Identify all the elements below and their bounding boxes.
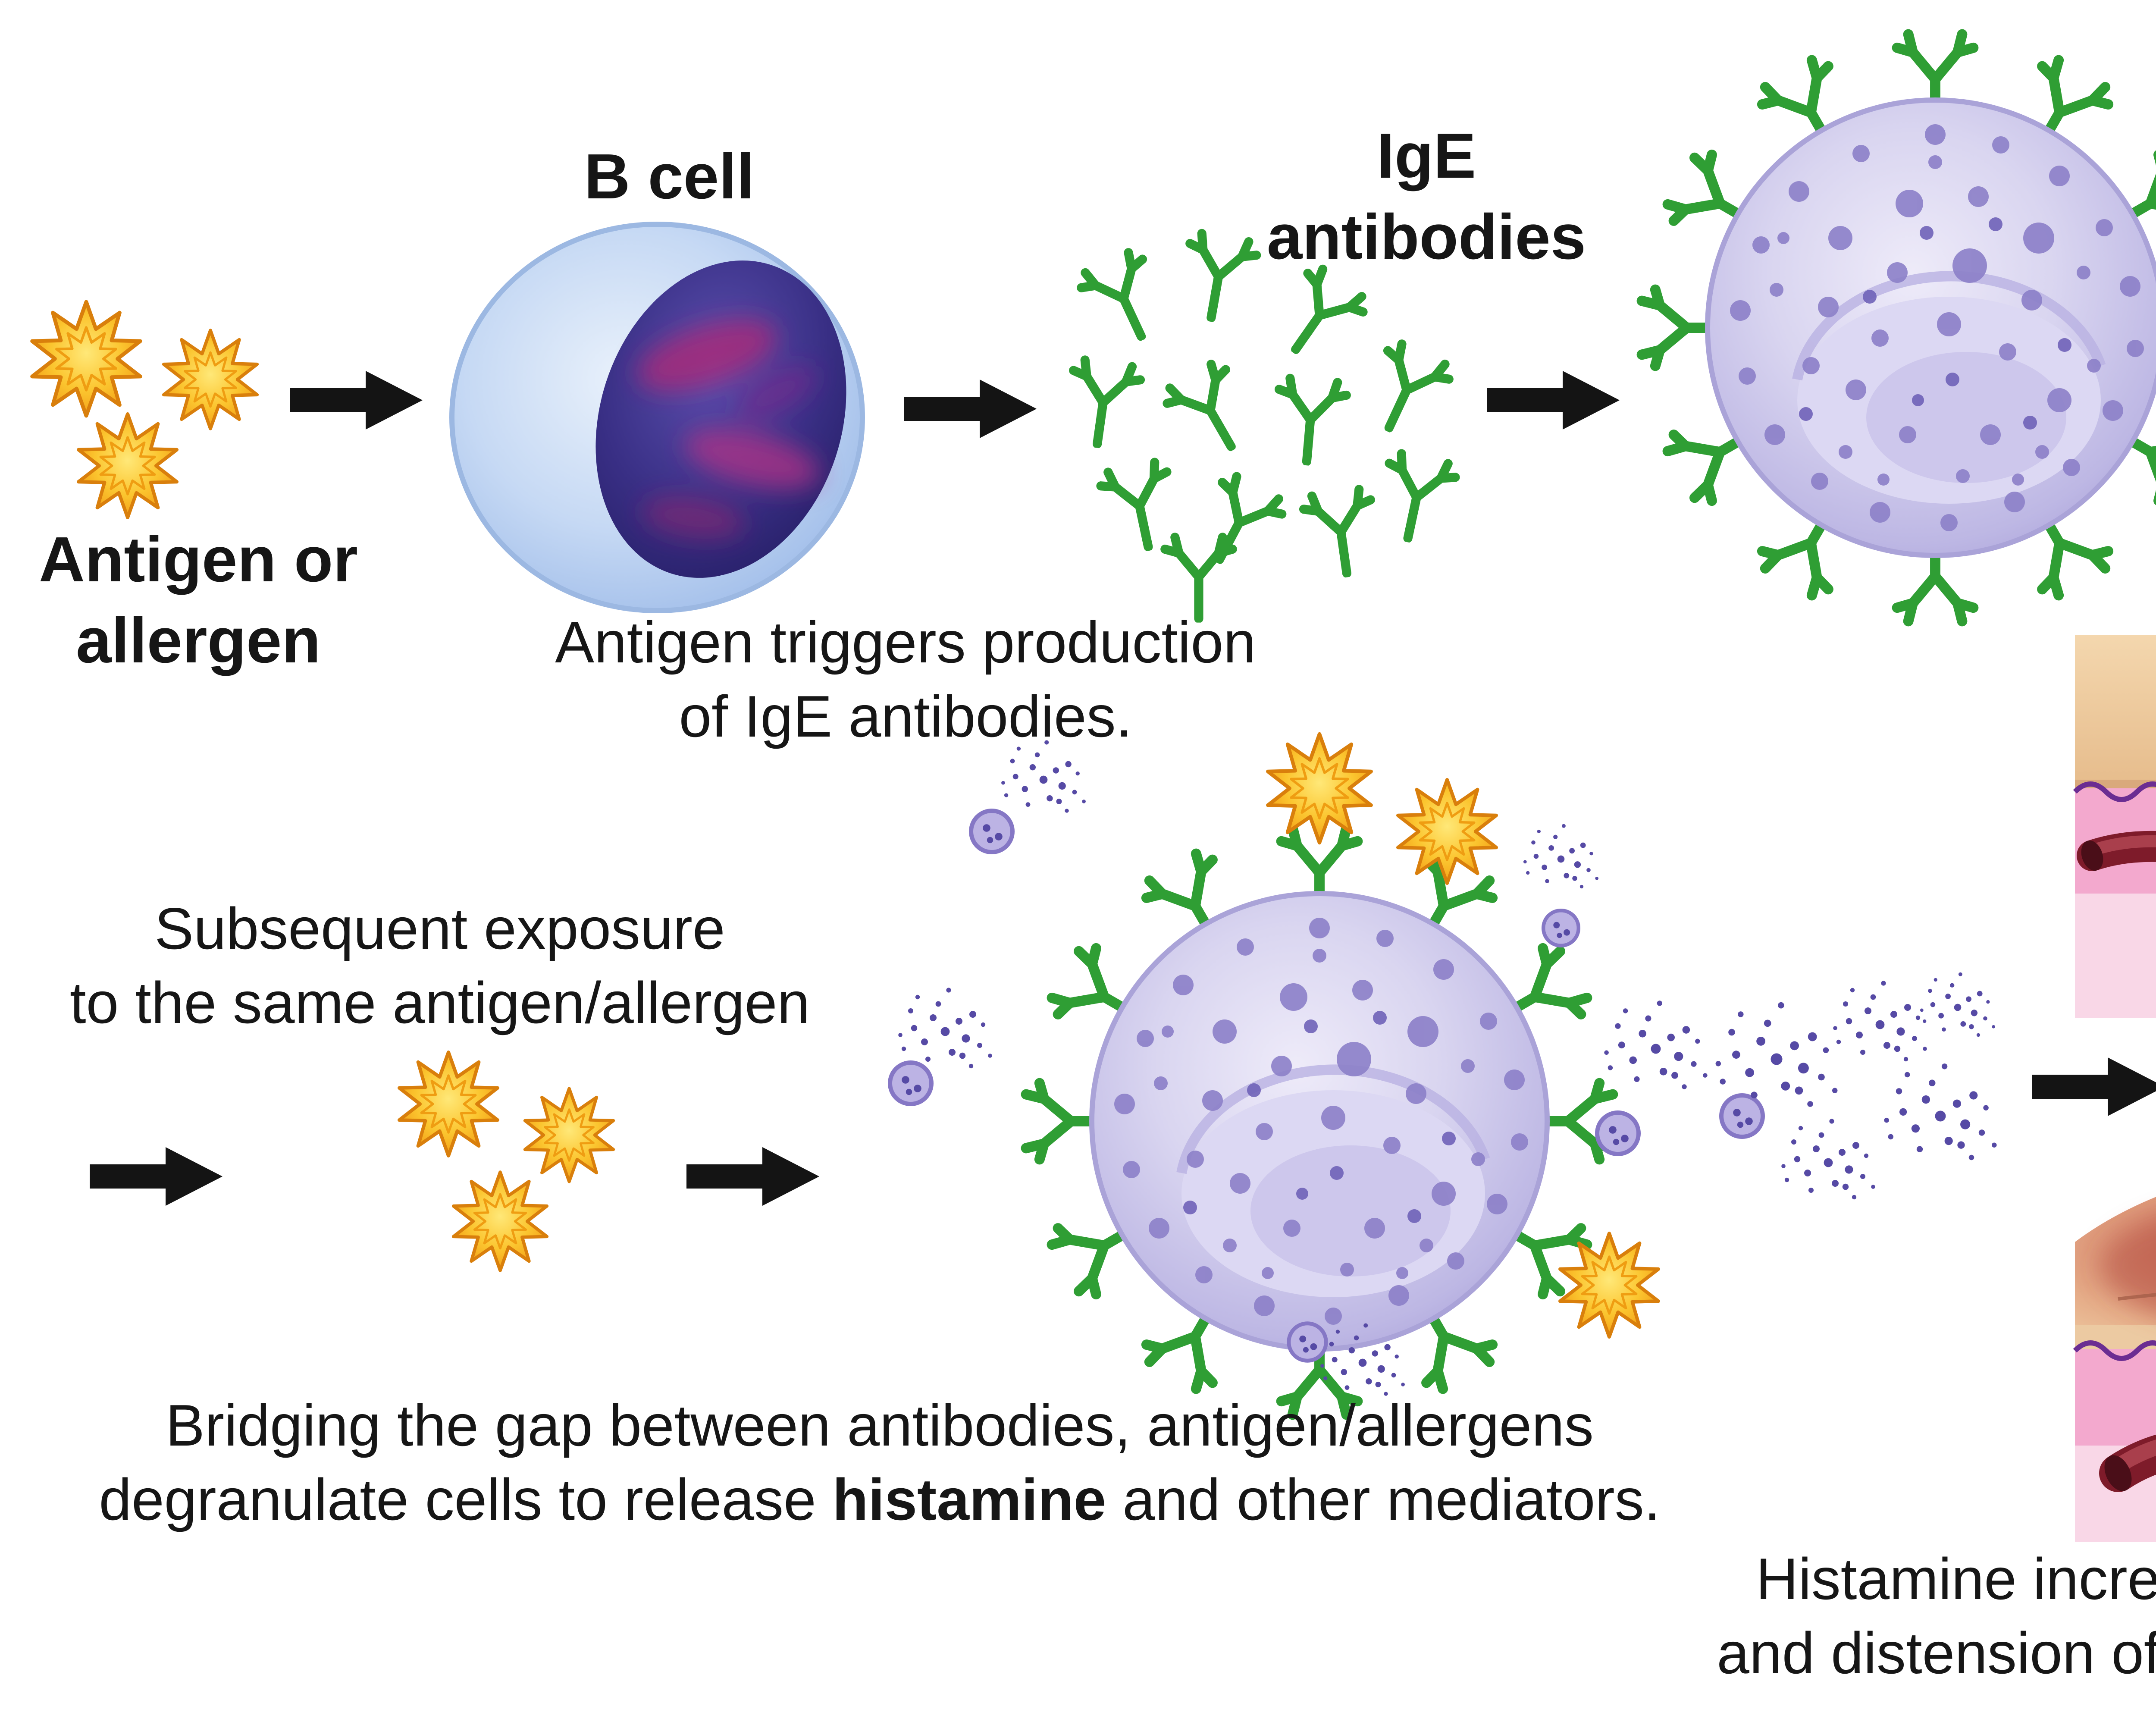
- histamine-release-cloud: [1699, 952, 2009, 1245]
- antigen-star: [78, 414, 177, 518]
- ige-antibody-icon: [1165, 537, 1232, 619]
- arrow-4-icon: [90, 1142, 228, 1211]
- ige-antibodies-label: IgE antibodies: [1266, 121, 1586, 272]
- ige-antibody-cluster: [1061, 233, 1475, 604]
- antigen-cluster-1: [17, 290, 276, 531]
- arrow-5-icon: [686, 1142, 824, 1211]
- b-cell-label: B cell: [584, 141, 755, 212]
- skin-swollen-illustration: [2073, 1132, 2156, 1542]
- ige-antibody-icon: [1076, 248, 1172, 351]
- subsequent-exposure-caption: Subsequent exposure to the same antigen/…: [69, 897, 810, 1037]
- ige-antibody-icon: [1268, 263, 1370, 369]
- released-granule: [971, 811, 1012, 852]
- bridging-caption: Bridging the gap between antibodies, ant…: [26, 1390, 1733, 1538]
- b-cell-illustration: [448, 221, 869, 618]
- antigen-star: [525, 1088, 613, 1182]
- bridging-text-1: Bridging the gap between antibodies, ant…: [99, 1394, 1594, 1534]
- antigen-allergen-label: Antigen or allergen: [39, 524, 358, 676]
- distended-capillaries: [2099, 1434, 2156, 1492]
- released-granule: [1543, 910, 1579, 946]
- ige-antibody-icon: [1064, 359, 1142, 449]
- skin-normal-illustration: [2073, 635, 2156, 1018]
- released-granule: [1597, 1113, 1639, 1154]
- arrow-2-icon: [904, 374, 1042, 443]
- arrow-6-icon: [2032, 1052, 2156, 1121]
- ige-antibody-icon: [1178, 232, 1259, 323]
- antigen-cluster-2: [371, 1035, 647, 1276]
- blood-capillaries: [2077, 831, 2156, 871]
- released-granule: [890, 1063, 931, 1104]
- antigen-star: [164, 330, 257, 429]
- ige-antibody-icon: [1273, 377, 1347, 464]
- arrow-1-icon: [290, 366, 428, 435]
- arrow-3-icon: [1487, 366, 1625, 435]
- mast-cell-body: [1092, 894, 1547, 1349]
- ige-antibody-icon: [1161, 359, 1260, 464]
- histamine-spray: [1001, 740, 1086, 813]
- released-granule: [1289, 1324, 1326, 1361]
- bridging-bold-histamine: histamine: [832, 1468, 1106, 1534]
- ige-antibody-icon: [1358, 340, 1454, 442]
- ige-antibody-icon: [1190, 472, 1288, 575]
- bridging-text-2: and other mediators.: [1106, 1468, 1661, 1534]
- histamine-spray: [1604, 1000, 1708, 1089]
- bound-antigen-star: [1560, 1233, 1658, 1337]
- epidermis-layer: [2075, 635, 2156, 787]
- antigen-star: [32, 302, 141, 416]
- bound-antigen-star: [1268, 734, 1371, 843]
- ige-antibody-icon: [1302, 488, 1380, 578]
- antigen-star: [454, 1172, 547, 1270]
- mast-cell-illustration: [1625, 17, 2156, 638]
- antigen-triggers-caption: Antigen triggers production of IgE antib…: [555, 611, 1256, 750]
- histamine-text-1: Histamine increases permeability and dis…: [1717, 1547, 2156, 1687]
- histamine-spray: [898, 988, 992, 1069]
- histamine-spray: [1523, 824, 1599, 889]
- mast-cell-body: [1708, 100, 2156, 555]
- ige-antibody-icon: [1098, 460, 1181, 554]
- ige-antibody-icon: [1375, 452, 1458, 545]
- antigen-star: [399, 1052, 498, 1156]
- bound-antigen-star: [1398, 780, 1496, 883]
- histamine-caption: Histamine increases permeability and dis…: [1682, 1544, 2156, 1692]
